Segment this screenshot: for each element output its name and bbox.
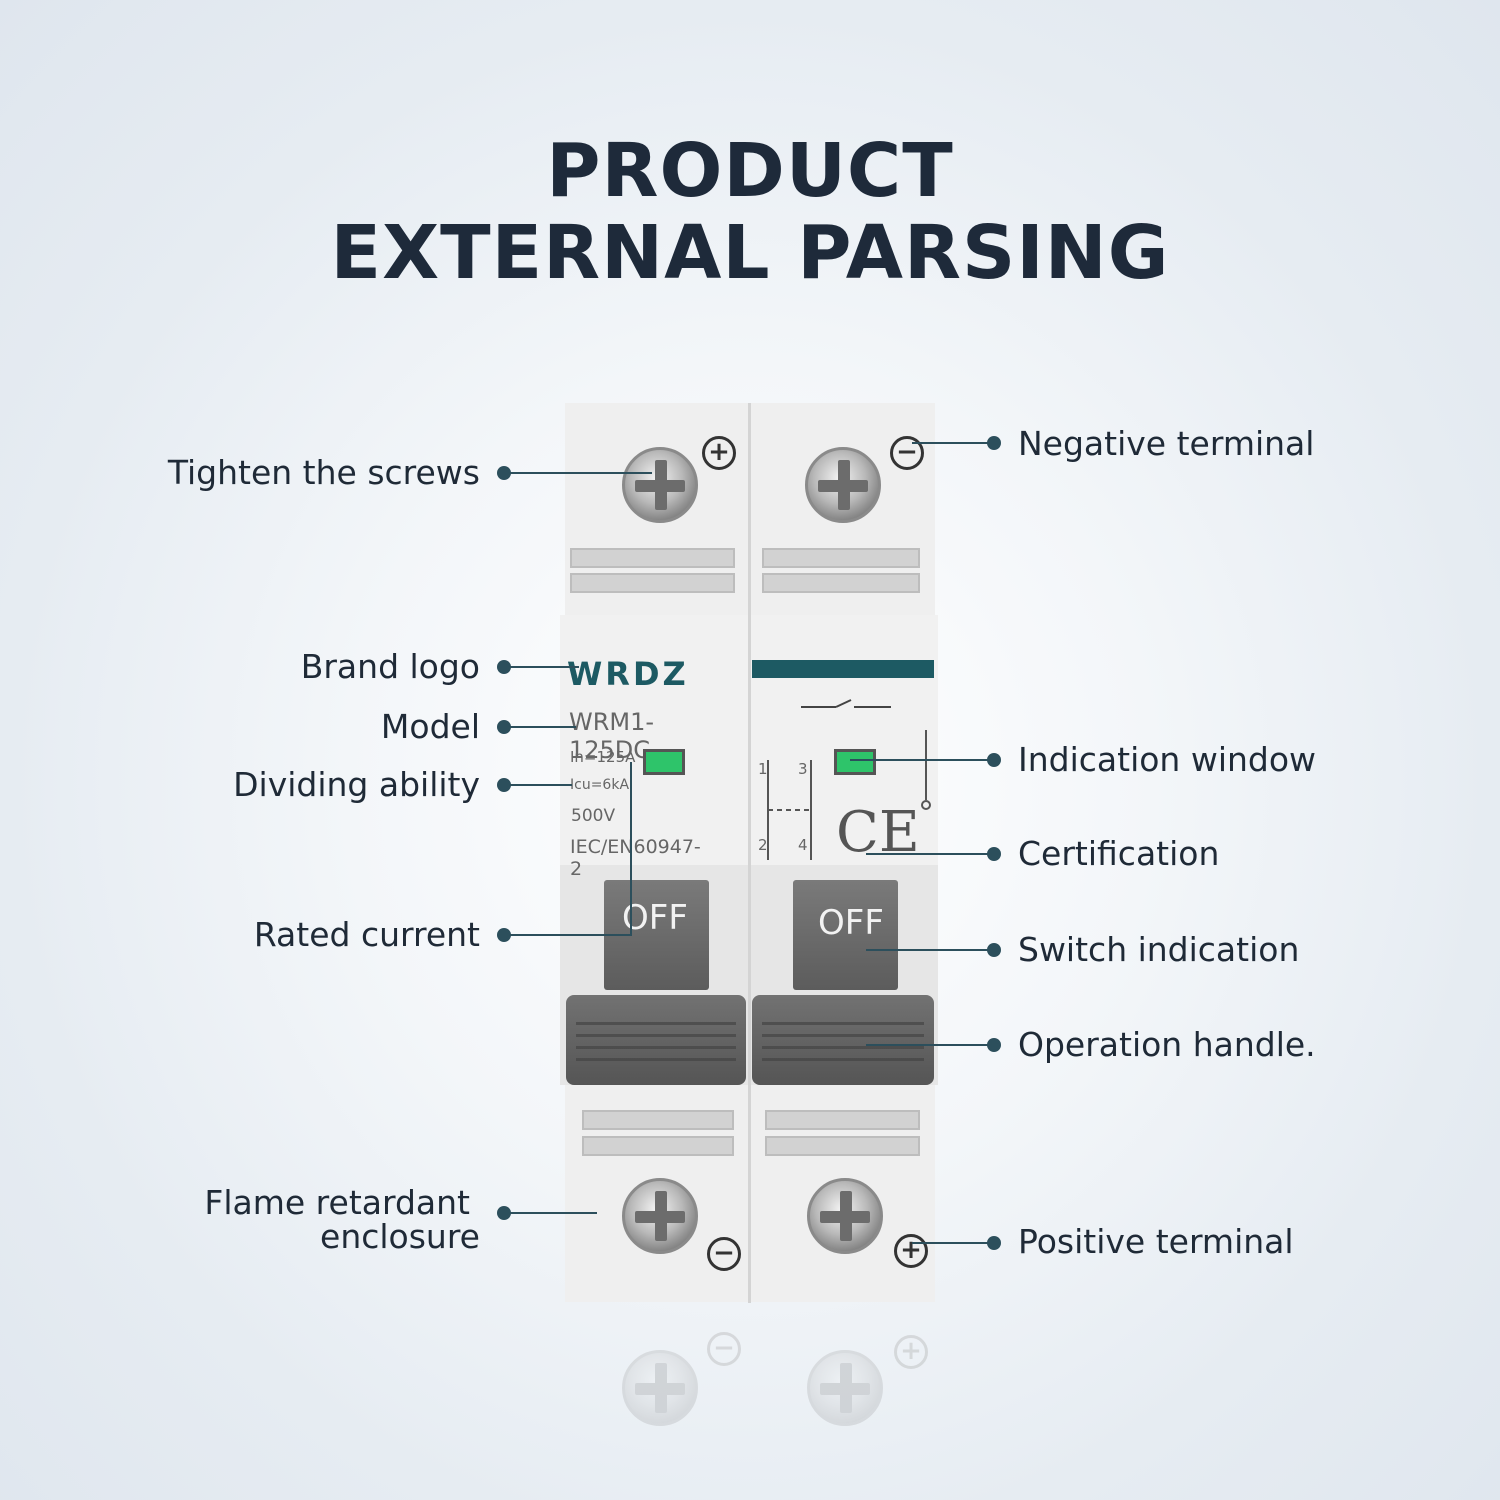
plus-terminal-icon: + bbox=[894, 1234, 928, 1268]
label-enclosure: enclosure bbox=[320, 1217, 480, 1256]
pole-number: 1 bbox=[758, 760, 768, 778]
switch-state-right: OFF bbox=[818, 903, 884, 943]
label-operation-handle: Operation handle. bbox=[1018, 1025, 1316, 1064]
callout-line bbox=[504, 472, 652, 474]
brand-logo: WRDZ bbox=[567, 655, 689, 693]
minus-terminal-icon: − bbox=[890, 436, 924, 470]
vent-slot bbox=[765, 1136, 920, 1156]
vent-slot bbox=[762, 573, 920, 593]
vent-slot bbox=[765, 1110, 920, 1130]
callout-line bbox=[912, 1242, 992, 1244]
callout-line bbox=[866, 853, 992, 855]
label-negative-terminal: Negative terminal bbox=[1018, 424, 1315, 463]
circuit-diagram-icon bbox=[767, 699, 931, 860]
vent-slot bbox=[570, 548, 735, 568]
breaking-capacity-text: Icu=6kA bbox=[570, 777, 630, 793]
operation-handle-right bbox=[752, 995, 934, 1085]
rated-current-text: In=125A bbox=[570, 748, 636, 766]
pole-number: 4 bbox=[798, 836, 808, 854]
vent-slot bbox=[582, 1110, 734, 1130]
voltage-text: 500V bbox=[571, 806, 616, 826]
indication-window-right bbox=[834, 749, 876, 775]
callout-dot bbox=[987, 436, 1001, 450]
label-rated-current: Rated current bbox=[253, 915, 480, 954]
indication-window-left bbox=[643, 749, 685, 775]
operation-handle-left bbox=[566, 995, 746, 1085]
label-model: Model bbox=[380, 707, 480, 746]
label-switch-indication: Switch indication bbox=[1018, 930, 1300, 969]
callout-dot bbox=[987, 847, 1001, 861]
vent-slot bbox=[762, 548, 920, 568]
callout-line bbox=[866, 949, 992, 951]
callout-line bbox=[504, 1212, 597, 1214]
callout-dot bbox=[987, 1038, 1001, 1052]
label-dividing-ability: Dividing ability bbox=[233, 765, 480, 804]
callout-line bbox=[866, 1044, 992, 1046]
callout-line bbox=[504, 934, 632, 936]
vent-slot bbox=[582, 1136, 734, 1156]
vent-slot bbox=[570, 573, 735, 593]
label-indication-window: Indication window bbox=[1018, 740, 1317, 779]
page-title-line2: EXTERNAL PARSING bbox=[330, 210, 1170, 296]
switch-lever-right bbox=[793, 880, 898, 990]
screw-icon bbox=[807, 1178, 883, 1254]
label-brand-logo: Brand logo bbox=[300, 647, 480, 686]
callout-line bbox=[504, 726, 576, 728]
callout-line bbox=[504, 666, 579, 668]
ce-mark: CE bbox=[836, 800, 920, 865]
callout-dot bbox=[987, 1236, 1001, 1250]
screw-icon bbox=[622, 1178, 698, 1254]
callout-line bbox=[850, 759, 992, 761]
pole-number: 2 bbox=[758, 836, 768, 854]
switch-state-left: OFF bbox=[622, 898, 688, 938]
label-flame-retardant: Flame retardant bbox=[204, 1183, 470, 1222]
label-tighten-screws: Tighten the screws bbox=[167, 453, 480, 492]
plus-terminal-icon: + bbox=[702, 436, 736, 470]
callout-line bbox=[630, 762, 632, 936]
standard-text: IEC/EN60947-2 bbox=[570, 836, 701, 880]
callout-dot bbox=[987, 753, 1001, 767]
label-positive-terminal: Positive terminal bbox=[1018, 1222, 1294, 1261]
callout-dot bbox=[987, 943, 1001, 957]
label-certification: Certification bbox=[1018, 834, 1220, 873]
screw-icon bbox=[622, 447, 698, 523]
callout-line bbox=[504, 784, 572, 786]
model-text: WRM1-125DC bbox=[569, 708, 655, 764]
brand-stripe bbox=[752, 660, 934, 678]
page-title-line1: PRODUCT bbox=[546, 128, 954, 214]
minus-terminal-icon: − bbox=[707, 1237, 741, 1271]
callout-line bbox=[912, 442, 992, 444]
screw-icon bbox=[805, 447, 881, 523]
pole-number: 3 bbox=[798, 760, 808, 778]
